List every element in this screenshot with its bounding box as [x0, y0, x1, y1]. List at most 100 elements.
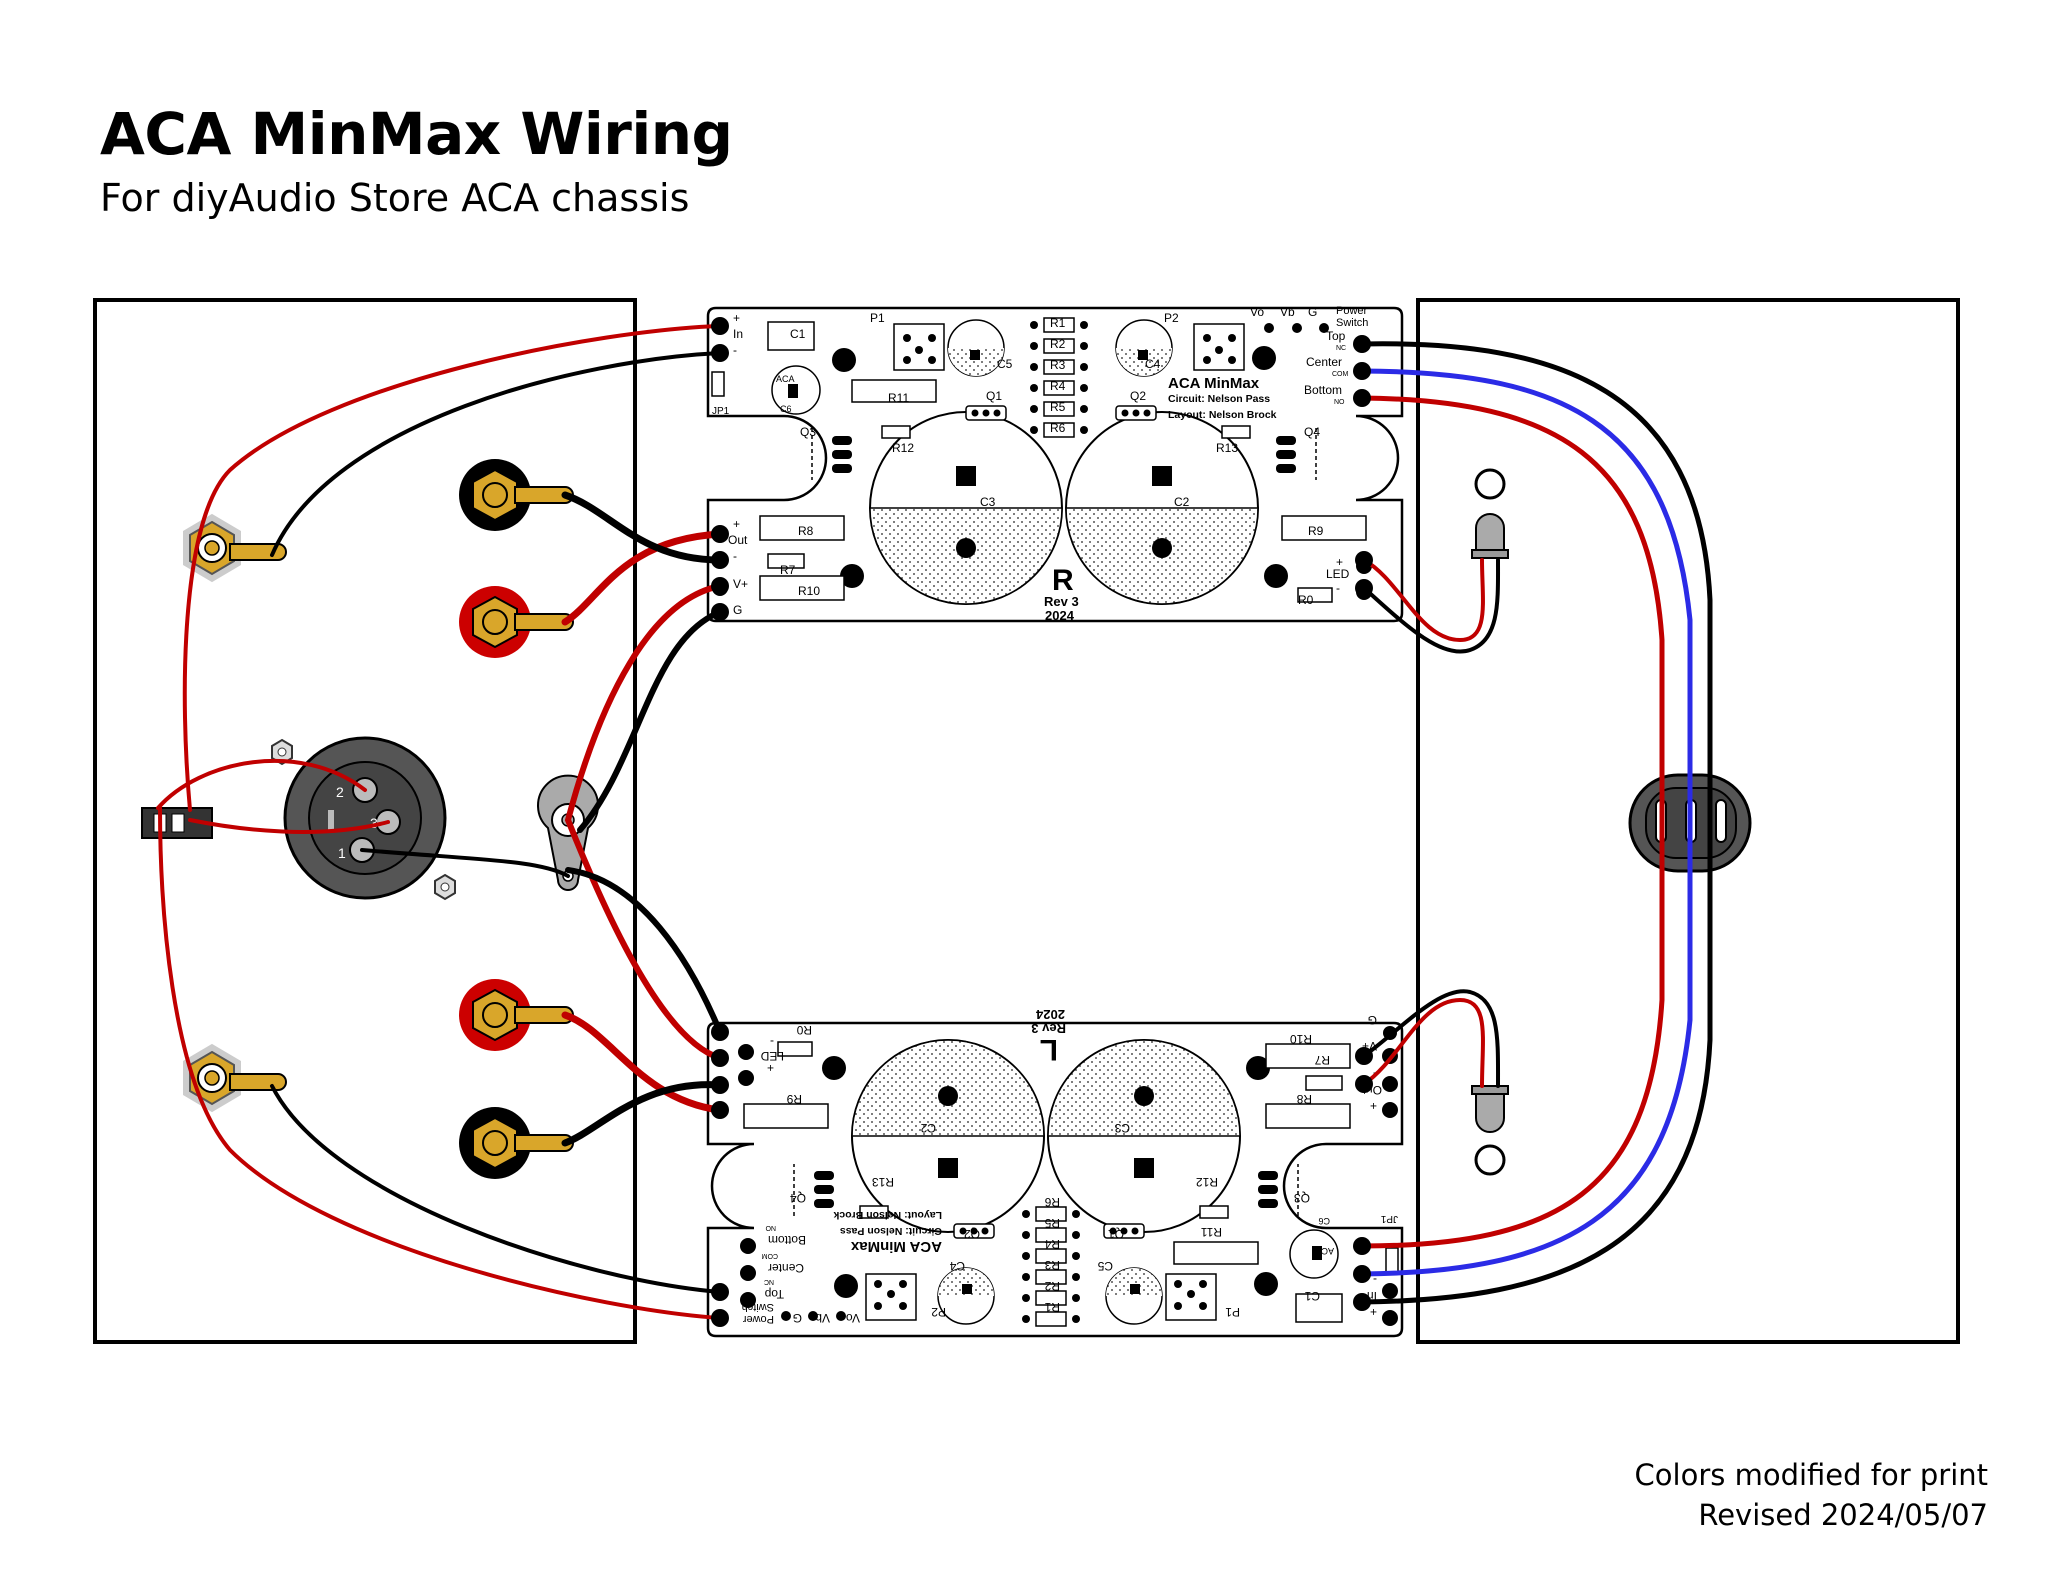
svg-text:+: + [1370, 1099, 1377, 1113]
svg-text:R6: R6 [1044, 1195, 1060, 1209]
svg-text:R2: R2 [1050, 337, 1066, 351]
board-rev-right: Rev 3 [1044, 594, 1079, 609]
svg-text:Bottom: Bottom [1304, 383, 1342, 397]
svg-text:+: + [767, 1061, 774, 1075]
board-rev-left: Rev 3 [1031, 1021, 1066, 1036]
svg-text:Q3: Q3 [800, 425, 816, 439]
svg-text:JP1: JP1 [712, 406, 730, 417]
channel-label-right: R [1052, 564, 1074, 597]
svg-text:P2: P2 [1164, 311, 1179, 325]
revision-date: Revised 2024/05/07 [1698, 1498, 1988, 1532]
svg-text:P1: P1 [1225, 1305, 1240, 1319]
svg-text:V+: V+ [733, 577, 748, 591]
svg-text:R7: R7 [780, 563, 796, 577]
svg-text:G: G [1368, 1013, 1377, 1027]
svg-text:LED: LED [760, 1049, 784, 1063]
svg-text:ACA: ACA [776, 374, 795, 384]
svg-text:R12: R12 [892, 441, 914, 455]
channel-label-left: L [1040, 1033, 1058, 1066]
svg-text:NC: NC [1336, 345, 1346, 352]
rca-jack-right [183, 513, 287, 583]
board-layout-left: Layout: Nelson Brock [833, 1209, 942, 1221]
svg-text:G: G [793, 1311, 802, 1325]
svg-text:+: + [1370, 1305, 1377, 1319]
svg-text:R10: R10 [798, 584, 820, 598]
svg-text:R4: R4 [1050, 379, 1066, 393]
svg-text:P2: P2 [931, 1305, 946, 1319]
svg-text:C3: C3 [980, 495, 996, 509]
binding-post-right-red [459, 586, 574, 658]
svg-text:C2: C2 [920, 1121, 936, 1135]
svg-text:R0: R0 [1298, 593, 1314, 607]
pcb-right-labels: + In - + Out - V+ G C1 P1 P2 C5 C4 Q1 Q2… [712, 305, 1368, 617]
svg-text:R3: R3 [1050, 358, 1066, 372]
svg-text:NO: NO [765, 1224, 776, 1231]
board-circuit-right: Circuit: Nelson Pass [1168, 393, 1270, 405]
svg-text:P1: P1 [870, 311, 885, 325]
svg-text:C4: C4 [1145, 357, 1161, 371]
svg-text:R7: R7 [1314, 1053, 1330, 1067]
svg-text:Center: Center [768, 1261, 804, 1275]
svg-text:Q1: Q1 [986, 389, 1002, 403]
binding-post-left-black [459, 1107, 574, 1179]
svg-text:C1: C1 [790, 327, 806, 341]
xlr-pin-2-label: 2 [336, 784, 344, 800]
svg-text:NC: NC [764, 1278, 774, 1285]
svg-text:NO: NO [1334, 399, 1345, 406]
svg-text:R8: R8 [798, 524, 814, 538]
svg-text:Switch: Switch [1336, 317, 1368, 329]
svg-text:Power: Power [1336, 305, 1368, 317]
svg-text:-: - [1336, 581, 1340, 595]
svg-text:C5: C5 [997, 357, 1013, 371]
svg-text:R8: R8 [1296, 1092, 1312, 1106]
svg-text:R13: R13 [1216, 441, 1238, 455]
wires [156, 324, 1713, 1320]
led-hole-bottom [1474, 1144, 1506, 1176]
xlr-pin-3-label: 3 [370, 815, 378, 831]
svg-text:R6: R6 [1050, 421, 1066, 435]
svg-text:Q2: Q2 [1130, 389, 1146, 403]
svg-text:G: G [1308, 305, 1317, 319]
board-year-left: 2024 [1035, 1007, 1065, 1022]
svg-text:-: - [1373, 1273, 1377, 1287]
led-hole-top [1474, 468, 1506, 500]
led-left [1471, 1085, 1509, 1133]
svg-text:C4: C4 [949, 1259, 965, 1273]
svg-text:-: - [733, 343, 737, 357]
svg-text:Vb: Vb [1280, 305, 1295, 319]
svg-text:Vb: Vb [815, 1311, 830, 1325]
page-subtitle: For diyAudio Store ACA chassis [100, 176, 690, 220]
svg-text:Q3: Q3 [1294, 1191, 1310, 1205]
svg-text:R5: R5 [1050, 400, 1066, 414]
svg-text:R4: R4 [1044, 1237, 1060, 1251]
svg-text:JP1: JP1 [1380, 1213, 1398, 1224]
svg-text:Bottom: Bottom [768, 1233, 806, 1247]
svg-text:LED: LED [1326, 567, 1350, 581]
xlr-pin-1-label: 1 [338, 845, 346, 861]
svg-text:+: + [1336, 555, 1343, 569]
svg-text:R10: R10 [1290, 1032, 1312, 1046]
svg-text:Center: Center [1306, 355, 1342, 369]
svg-text:R3: R3 [1044, 1258, 1060, 1272]
svg-text:Q2: Q2 [964, 1227, 980, 1241]
page-title: ACA MinMax Wiring [100, 100, 733, 168]
wire-pads [711, 317, 1373, 1327]
svg-text:Top: Top [764, 1287, 784, 1301]
binding-post-right-black [459, 459, 574, 531]
svg-text:Switch: Switch [742, 1301, 774, 1313]
svg-text:Q1: Q1 [1108, 1227, 1124, 1241]
svg-text:C6: C6 [1318, 1216, 1330, 1226]
svg-text:COM: COM [1332, 371, 1349, 378]
svg-text:+: + [733, 517, 740, 531]
svg-text:+: + [733, 311, 740, 325]
board-layout-right: Layout: Nelson Brock [1168, 409, 1277, 421]
board-title-left: ACA MinMax [850, 1238, 942, 1255]
svg-text:-: - [770, 1035, 774, 1049]
svg-text:R13: R13 [872, 1175, 894, 1189]
led-right [1471, 513, 1509, 559]
svg-text:R9: R9 [1308, 524, 1324, 538]
svg-text:Q4: Q4 [1304, 425, 1320, 439]
svg-text:R2: R2 [1044, 1279, 1060, 1293]
svg-text:R5: R5 [1044, 1216, 1060, 1230]
